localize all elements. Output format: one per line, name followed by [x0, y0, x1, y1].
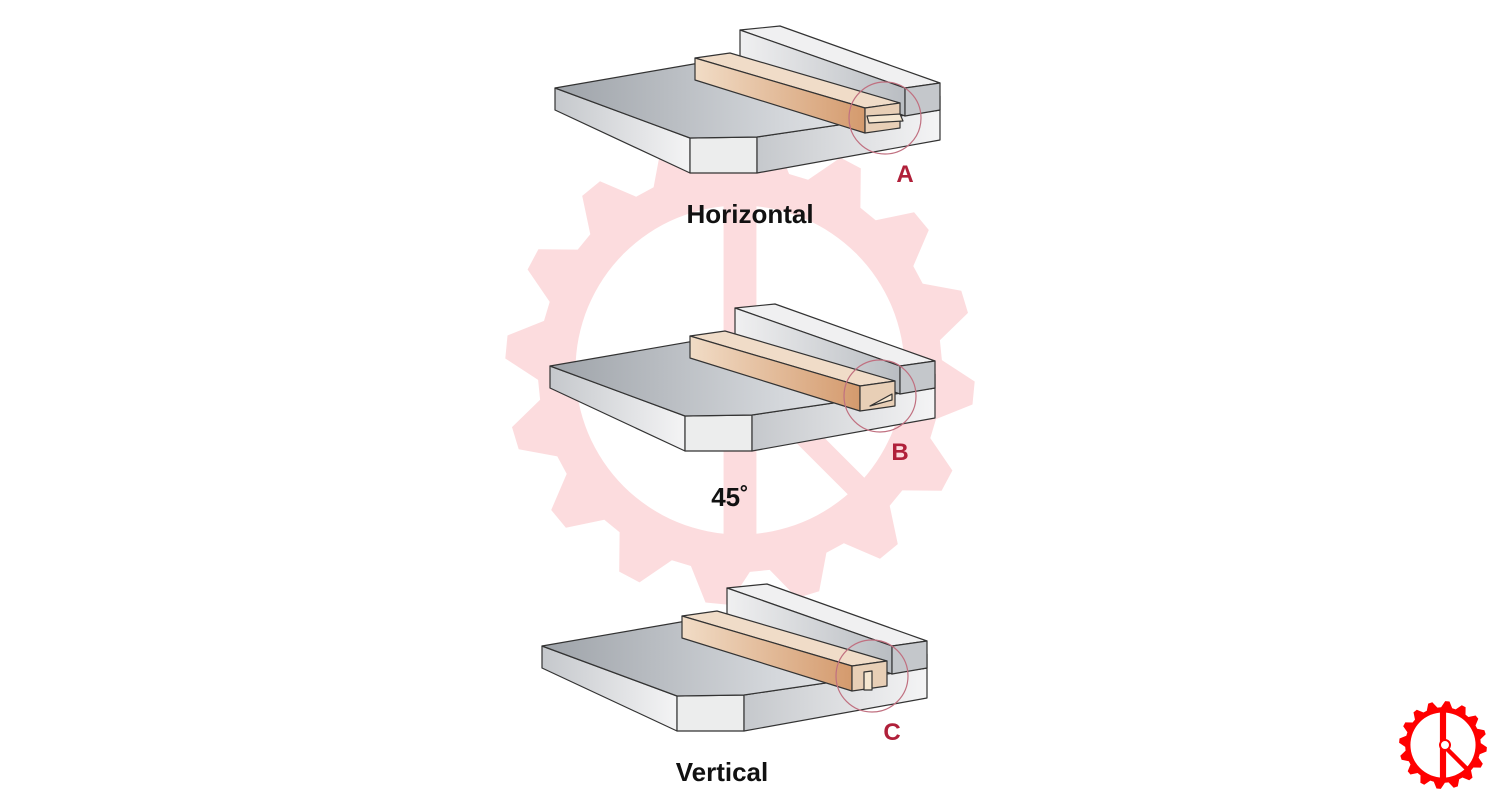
weld-position-panel-a: A Horizontal	[554, 25, 941, 229]
position-letter: A	[896, 161, 913, 188]
position-caption: Horizontal	[686, 199, 813, 229]
weld-highlight-circle	[843, 359, 917, 433]
base-front-bevel-face	[684, 414, 753, 452]
weld-highlight-circle	[835, 639, 909, 713]
weld-position-panel-c: C Vertical	[541, 583, 928, 787]
block-end-face	[891, 640, 928, 675]
weld-position-panel-b: B 45˚	[549, 303, 936, 512]
position-caption: Vertical	[676, 757, 769, 787]
block-end-face	[904, 82, 941, 117]
position-letter: C	[883, 719, 900, 746]
block-end-face	[899, 360, 936, 395]
joint-horizontal	[866, 113, 904, 124]
joint-vertical	[863, 670, 873, 691]
weld-highlight-circle	[848, 81, 922, 155]
base-front-bevel-face	[689, 136, 758, 174]
joint-45	[869, 393, 893, 407]
base-front-bevel-face	[676, 694, 745, 732]
position-letter: B	[891, 439, 908, 466]
company-logo-gear-icon	[1399, 701, 1487, 789]
wood-strip-end-face	[859, 380, 896, 412]
position-caption: 45˚	[711, 482, 749, 512]
